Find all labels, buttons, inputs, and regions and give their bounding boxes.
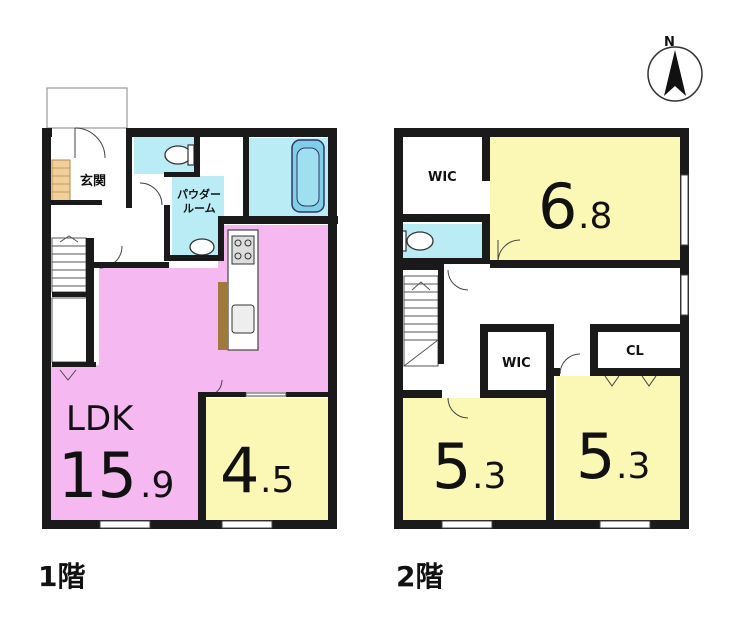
compass-north-label: N (664, 35, 675, 50)
kitchen-sink-icon (231, 304, 255, 334)
room-4-5 (206, 398, 328, 525)
floor-1-plan: 玄関 パウダー ルーム LDK 15 .9 4 .5 1階 (38, 87, 338, 593)
genkan-tile-floor (51, 159, 71, 203)
wic-label-1: WIC (428, 170, 457, 185)
walls-1f (42, 128, 338, 529)
ldk-label: LDK (66, 399, 135, 439)
room-5-3-right-int: 5 (576, 420, 615, 493)
room-5-3-left-int: 5 (432, 430, 471, 503)
cl-label: CL (626, 344, 644, 359)
toilet-icon-1f (164, 145, 192, 165)
floor-2-label: 2階 (396, 560, 443, 593)
floor-2-plan: WIC WIC CL 6 .8 5 .3 5 .3 2階 (394, 128, 689, 593)
room-6-8-dec: .8 (578, 196, 612, 237)
wic-label-2: WIC (502, 356, 531, 371)
north-compass: N (647, 35, 703, 102)
floor-1-label: 1階 (38, 560, 85, 593)
north-arrow-icon (664, 50, 686, 96)
powder-label-line2: ルーム (183, 202, 216, 215)
genkan-label: 玄関 (80, 173, 106, 189)
ldk-size-dec: .9 (140, 465, 174, 506)
ldk-size-int: 15 (58, 439, 137, 512)
room-4-5-int: 4 (220, 434, 259, 507)
room-5-3-left-dec: .3 (472, 456, 506, 497)
room-5-3-right-dec: .3 (616, 446, 650, 487)
porch (46, 87, 128, 129)
room-4-5-dec: .5 (260, 460, 294, 501)
storage-1f (51, 297, 89, 363)
sink-icon (189, 238, 215, 256)
stove-icon (231, 235, 255, 265)
room-5-3-right (556, 376, 680, 523)
kitchen-wood-panel (218, 282, 227, 350)
stairs-1f (51, 235, 87, 293)
room-6-8 (490, 137, 680, 260)
walls-2f (394, 128, 689, 529)
toilet-icon-2f (406, 231, 434, 251)
room-5-3-left (402, 398, 546, 523)
room-6-8-int: 6 (538, 170, 577, 243)
powder-label-line1: パウダー (177, 187, 221, 201)
stairs-2f (403, 275, 439, 367)
